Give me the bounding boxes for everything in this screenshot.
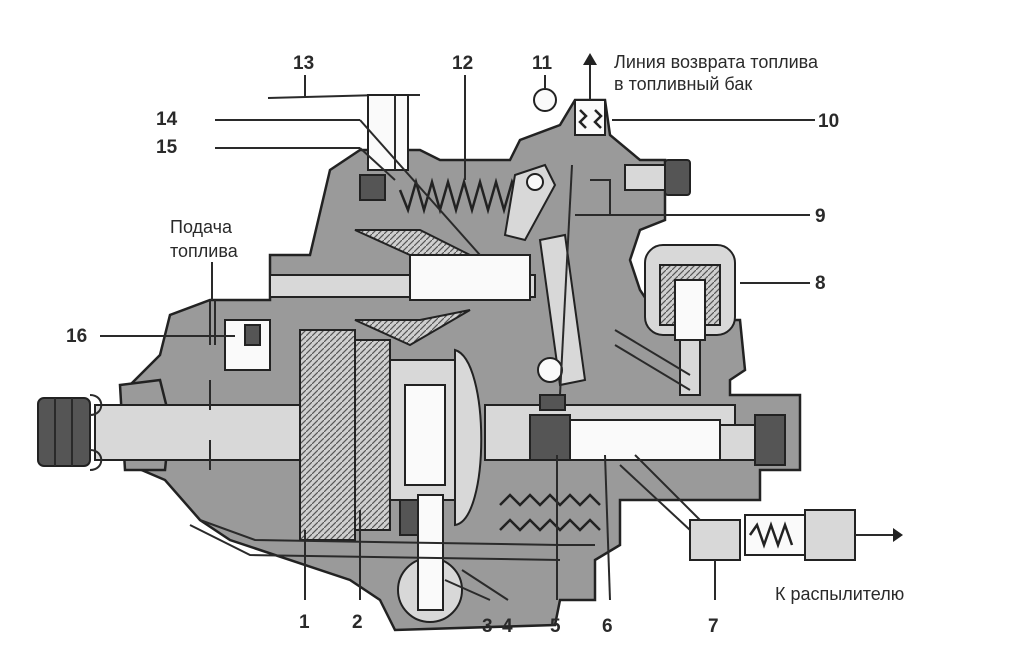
label-3: 3 <box>482 616 493 637</box>
label-12: 12 <box>452 53 473 74</box>
return-valve <box>574 53 606 136</box>
drive-shaft <box>37 394 386 471</box>
distributor-plunger <box>484 404 786 532</box>
delivery-valve <box>689 509 903 561</box>
cam-gear <box>354 339 483 536</box>
label-2: 2 <box>352 612 363 633</box>
fuel-supply-caption-2: топлива <box>170 241 239 261</box>
roller-assembly <box>397 494 463 623</box>
return-line-caption-1: Линия возврата топлива <box>614 52 819 72</box>
governor-assembly <box>269 174 536 347</box>
label-8: 8 <box>815 273 826 294</box>
label-14: 14 <box>156 109 178 130</box>
adjusting-screw <box>624 159 691 196</box>
governor-spring <box>398 177 522 215</box>
label-6: 6 <box>602 616 613 637</box>
label-11: 11 <box>532 53 553 74</box>
fuel-supply-caption-1: Подача <box>170 217 233 237</box>
label-13: 13 <box>293 53 314 74</box>
label-5: 5 <box>550 616 561 637</box>
leader-lines <box>100 75 815 601</box>
label-9: 9 <box>815 206 826 227</box>
label-10: 10 <box>818 111 839 132</box>
label-16: 16 <box>66 326 87 347</box>
return-line-caption-2: в топливный бак <box>614 74 752 94</box>
label-15: 15 <box>156 137 178 158</box>
control-lever <box>267 94 420 171</box>
stop-solenoid <box>644 244 736 396</box>
lever-linkage <box>503 88 611 411</box>
fuel-passages <box>189 329 701 561</box>
vane-pump <box>209 300 356 541</box>
label-7: 7 <box>708 616 719 637</box>
label-4: 4 <box>502 616 513 637</box>
to-nozzle-caption: К распылителю <box>775 584 904 604</box>
label-1: 1 <box>299 612 310 633</box>
